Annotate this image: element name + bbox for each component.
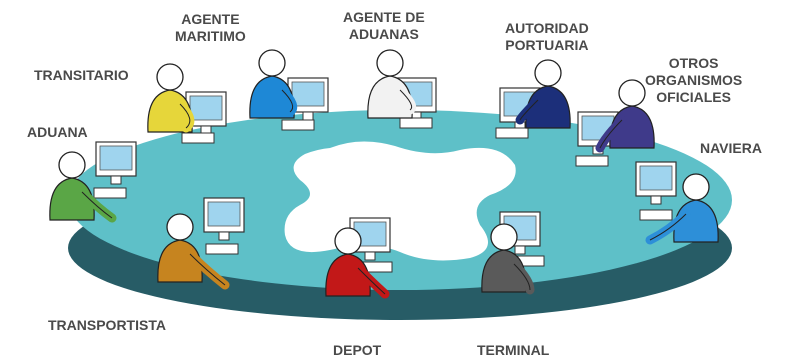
participant-depot: [325, 217, 393, 299]
label-line: ORGANISMOS: [645, 72, 743, 88]
person-head: [156, 63, 184, 91]
keyboard: [495, 127, 529, 139]
person-arm-outline: [519, 99, 539, 121]
keyboard: [399, 117, 433, 129]
person-arm-outline: [81, 191, 113, 219]
person-head: [534, 59, 562, 87]
person-arm-outline: [189, 253, 226, 286]
keyboard: [181, 132, 215, 144]
label-line: ADUANAS: [348, 26, 419, 42]
monitor-stand: [110, 175, 122, 185]
label-depot: DEPOT: [333, 342, 381, 359]
monitor-stand: [364, 251, 376, 261]
label-aduana: ADUANA: [27, 124, 88, 141]
participant-naviera: [635, 161, 719, 245]
keyboard: [281, 119, 315, 131]
label-line: DEPOT: [333, 342, 382, 358]
person-head: [682, 173, 710, 201]
label-line: AUTORIDAD: [505, 20, 589, 36]
person-arm-outline: [599, 119, 623, 149]
participant-autoridad-portuaria: [495, 59, 571, 139]
person-head: [58, 151, 86, 179]
person-arm-outline: [281, 89, 294, 113]
participant-otros-organismos-oficiales: [575, 79, 655, 167]
label-line: AGENTE DE: [343, 9, 425, 25]
person-head: [618, 79, 646, 107]
person-head: [258, 49, 286, 77]
monitor-screen: [639, 165, 673, 191]
participant-agente-de-aduanas: [367, 49, 437, 129]
participant-agente-maritimo: [249, 49, 329, 131]
person-arm-outline: [357, 267, 386, 295]
label-line: TRANSPORTISTA: [48, 317, 166, 333]
label-terminal: TERMINAL: [477, 342, 549, 359]
monitor-screen: [189, 95, 223, 121]
participant-terminal: [481, 211, 545, 295]
keyboard: [205, 243, 239, 255]
label-line: PORTUARIA: [505, 37, 589, 53]
table-center-cutout: [284, 141, 516, 261]
label-naviera: NAVIERA: [700, 140, 762, 157]
label-line: ADUANA: [27, 124, 88, 140]
keyboard: [639, 209, 673, 221]
participant-aduana: [49, 141, 137, 223]
label-line: MARITIMO: [175, 28, 246, 44]
person-arm-outline: [513, 263, 531, 291]
monitor-screen: [207, 201, 241, 227]
label-line: TERMINAL: [477, 342, 550, 358]
person-head: [166, 213, 194, 241]
monitor-screen: [291, 81, 325, 107]
person-arm-outline: [399, 89, 413, 111]
keyboard: [93, 187, 127, 199]
label-line: AGENTE: [181, 11, 240, 27]
keyboard: [575, 155, 609, 167]
monitor-stand: [302, 111, 314, 121]
monitor-stand: [650, 195, 662, 205]
participant-transitario: [147, 63, 227, 144]
label-transportista: TRANSPORTISTA: [48, 317, 166, 334]
monitor-screen: [99, 145, 133, 171]
label-line: TRANSITARIO: [34, 67, 129, 83]
person-arm-outline: [179, 103, 191, 129]
person-arm-outline: [649, 213, 687, 241]
monitor-stand: [514, 245, 526, 255]
label-line: OFICIALES: [656, 89, 731, 105]
label-line: NAVIERA: [700, 140, 762, 156]
person-head: [376, 49, 404, 77]
person-head: [334, 227, 362, 255]
participant-transportista: [157, 197, 245, 290]
label-line: OTROS: [668, 55, 719, 71]
person-head: [490, 223, 518, 251]
label-transitario: TRANSITARIO: [34, 67, 129, 84]
monitor-stand: [218, 231, 230, 241]
